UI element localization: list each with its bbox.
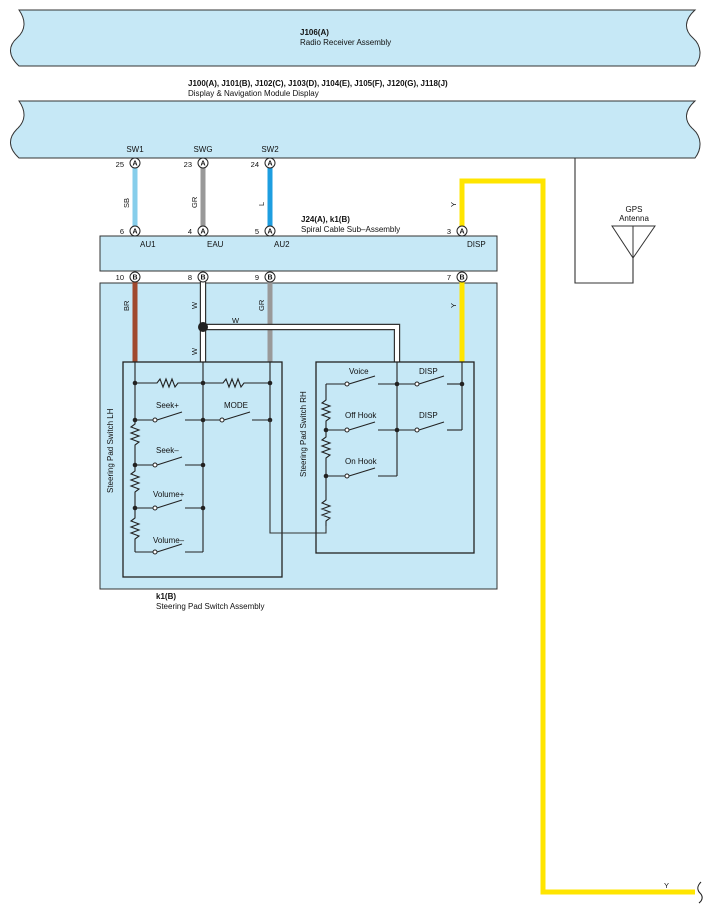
svg-text:10: 10 <box>116 273 124 282</box>
svg-text:9: 9 <box>255 273 259 282</box>
pin-label-disp: DISP <box>467 240 486 249</box>
spiral-ref: J24(A), k1(B) <box>301 215 350 224</box>
wire-y-disp <box>459 178 695 895</box>
svg-text:3: 3 <box>447 227 451 236</box>
lh-rh-link-wire <box>269 420 327 534</box>
label-seek-plus: Seek+ <box>156 401 179 410</box>
pin-label-au2: AU2 <box>274 240 290 249</box>
svg-text:A: A <box>459 229 464 236</box>
wire-label-y-mid: Y <box>449 303 458 308</box>
wire-label-gr: GR <box>190 196 199 208</box>
receiver-ref: J106(A) <box>300 28 329 37</box>
wire-label-gr2: GR <box>257 299 266 311</box>
wire-label-w1: W <box>190 301 199 309</box>
switch-rh-title: Steering Pad Switch RH <box>299 391 308 477</box>
svg-text:A: A <box>267 229 272 236</box>
lh-circuit <box>129 362 273 555</box>
label-disp-2: DISP <box>419 411 438 420</box>
pin-label-au1: AU1 <box>140 240 156 249</box>
label-volume-minus: Volume– <box>153 536 185 545</box>
label-mode: MODE <box>224 401 248 410</box>
wire-label-br: BR <box>122 300 131 311</box>
display-pin-swg: SWG 23 A <box>184 145 213 169</box>
spiral-top-pin-eau: 4 A EAU <box>188 225 224 249</box>
wire-label-l: L <box>257 202 266 206</box>
spiral-cable-box <box>99 235 498 272</box>
svg-text:B: B <box>459 275 464 282</box>
pin-label-eau: EAU <box>207 240 224 249</box>
wire-label-y-bottom: Y <box>664 881 669 890</box>
display-pin-sw1: SW1 25 A <box>116 145 145 169</box>
svg-text:6: 6 <box>120 227 124 236</box>
svg-text:5: 5 <box>255 227 259 236</box>
svg-text:8: 8 <box>188 273 192 282</box>
display-band <box>10 100 701 159</box>
assembly-ref: k1(B) <box>156 592 176 601</box>
steering-pad-switch-rh <box>315 361 475 554</box>
spiral-top-pin-au2: 5 A AU2 <box>255 225 290 249</box>
display-ref: J100(A), J101(B), J102(C), J103(D), J104… <box>188 79 448 88</box>
pin-label-sw2: SW2 <box>261 145 279 154</box>
wire-label-w2: W <box>232 316 240 325</box>
svg-text:B: B <box>267 275 272 282</box>
pin-label-swg: SWG <box>193 145 212 154</box>
spiral-bottom-pins: 10 B 8 B 9 B 7 B <box>116 271 468 283</box>
label-voice: Voice <box>349 367 369 376</box>
assembly-name: Steering Pad Switch Assembly <box>156 602 265 611</box>
gps-antenna-wire <box>574 158 634 284</box>
pin-number-25: 25 <box>116 160 124 169</box>
splice-point <box>198 322 208 332</box>
display-pin-sw2: SW2 24 A <box>251 145 280 169</box>
label-seek-minus: Seek– <box>156 446 179 455</box>
svg-text:7: 7 <box>447 273 451 282</box>
gps-antenna-label: Antenna <box>619 214 649 223</box>
spiral-top-pin-au1: 6 A AU1 <box>120 225 156 249</box>
wire-w-branch <box>203 325 399 362</box>
radio-receiver-band <box>10 9 701 67</box>
rh-circuit <box>320 362 465 526</box>
connector-a: A <box>200 161 205 168</box>
spiral-top-pin-disp: 3 A DISP <box>447 225 486 249</box>
display-name: Display & Navigation Module Display <box>188 89 319 98</box>
switch-lh-title: Steering Pad Switch LH <box>106 408 115 493</box>
label-off-hook: Off Hook <box>345 411 377 420</box>
steering-pad-assembly-box <box>99 282 498 590</box>
label-disp-1: DISP <box>419 367 438 376</box>
wire-break-icon <box>697 881 703 904</box>
svg-text:B: B <box>200 275 205 282</box>
pin-number-24: 24 <box>251 160 259 169</box>
wire-label-w3: W <box>190 347 199 355</box>
spiral-name: Spiral Cable Sub–Assembly <box>301 225 400 234</box>
svg-text:4: 4 <box>188 227 192 236</box>
label-on-hook: On Hook <box>345 457 378 466</box>
pin-label-sw1: SW1 <box>126 145 144 154</box>
svg-text:A: A <box>200 229 205 236</box>
connector-a: A <box>267 161 272 168</box>
receiver-name: Radio Receiver Assembly <box>300 38 391 47</box>
wire-label-y-top: Y <box>449 202 458 207</box>
pin-number-23: 23 <box>184 160 192 169</box>
svg-text:A: A <box>132 229 137 236</box>
label-volume-plus: Volume+ <box>153 490 185 499</box>
wire-label-sb: SB <box>122 198 131 208</box>
svg-text:B: B <box>132 275 137 282</box>
gps-label: GPS <box>626 205 643 214</box>
connector-a: A <box>132 161 137 168</box>
